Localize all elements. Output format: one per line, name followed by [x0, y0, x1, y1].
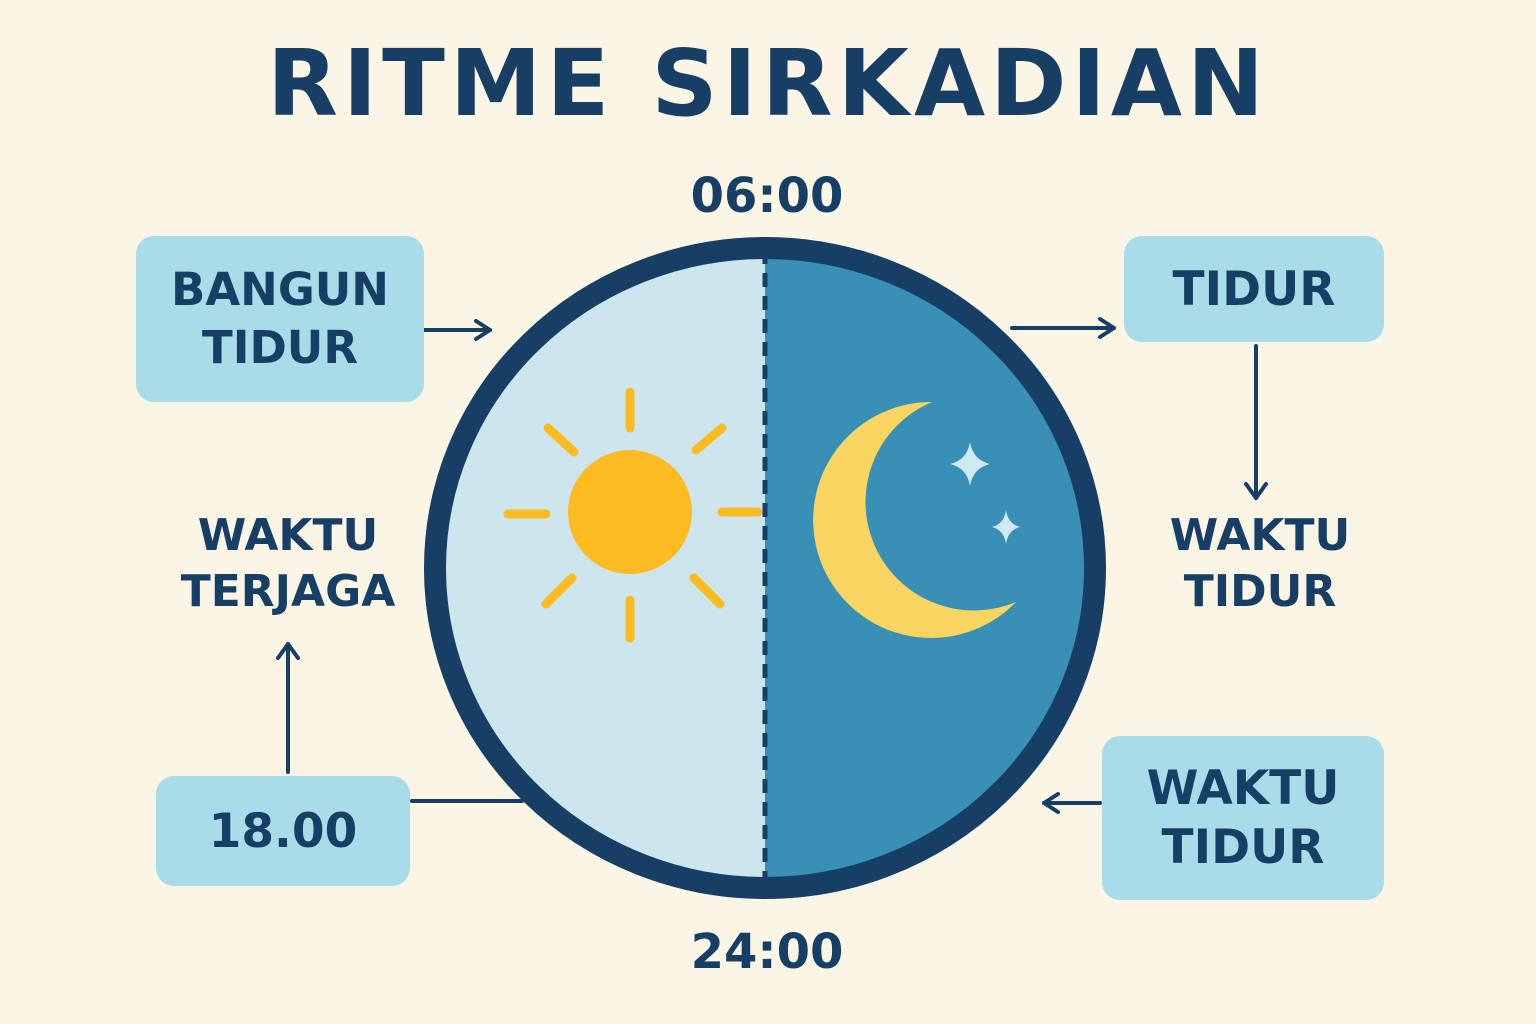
- bangun-tidur-line-2: TIDUR: [202, 321, 358, 374]
- day-half: [435, 248, 765, 888]
- star-icon: [992, 510, 1020, 544]
- waktu-tidur-line-2: TIDUR: [1183, 566, 1337, 618]
- time-label-top: 06:00: [690, 168, 844, 224]
- night-half: [765, 248, 1095, 888]
- waktu-terjaga-line-2: TERJAGA: [180, 566, 396, 618]
- waktu-tidur-box-line-2: TIDUR: [1161, 820, 1325, 875]
- waktu-terjaga-label: WAKTU TERJAGA: [146, 508, 430, 621]
- arrow-down-to-waktu-tidur: [1244, 344, 1268, 500]
- arrow-from-waktu-tidur-box: [1042, 792, 1102, 814]
- waktu-tidur-label: WAKTU TIDUR: [1140, 508, 1380, 621]
- clock-circle: [424, 237, 1106, 899]
- box-waktu-tidur: WAKTU TIDUR: [1102, 736, 1384, 900]
- waktu-terjaga-line-1: WAKTU: [197, 510, 379, 561]
- bangun-tidur-line-1: BANGUN: [171, 263, 389, 317]
- moon-icon: [813, 401, 1016, 638]
- arrow-to-circle-left: [422, 319, 492, 341]
- page-title: RITME SIRKADIAN: [267, 30, 1269, 137]
- time-label-bottom: 24:00: [690, 924, 844, 980]
- arrow-to-tidur: [1010, 317, 1116, 339]
- box-1800: 18.00: [156, 776, 410, 886]
- sun-icon: [503, 387, 763, 643]
- box-tidur: TIDUR: [1124, 236, 1384, 342]
- waktu-tidur-line-1: WAKTU: [1169, 510, 1351, 561]
- box-bangun-tidur: BANGUN TIDUR: [136, 236, 424, 402]
- waktu-tidur-box-line-1: WAKTU: [1146, 760, 1340, 816]
- time-1800-label: 18.00: [208, 803, 358, 859]
- star-icon: [950, 442, 990, 486]
- tidur-label: TIDUR: [1172, 261, 1336, 317]
- arrow-up-to-waktu-terjaga: [276, 642, 300, 774]
